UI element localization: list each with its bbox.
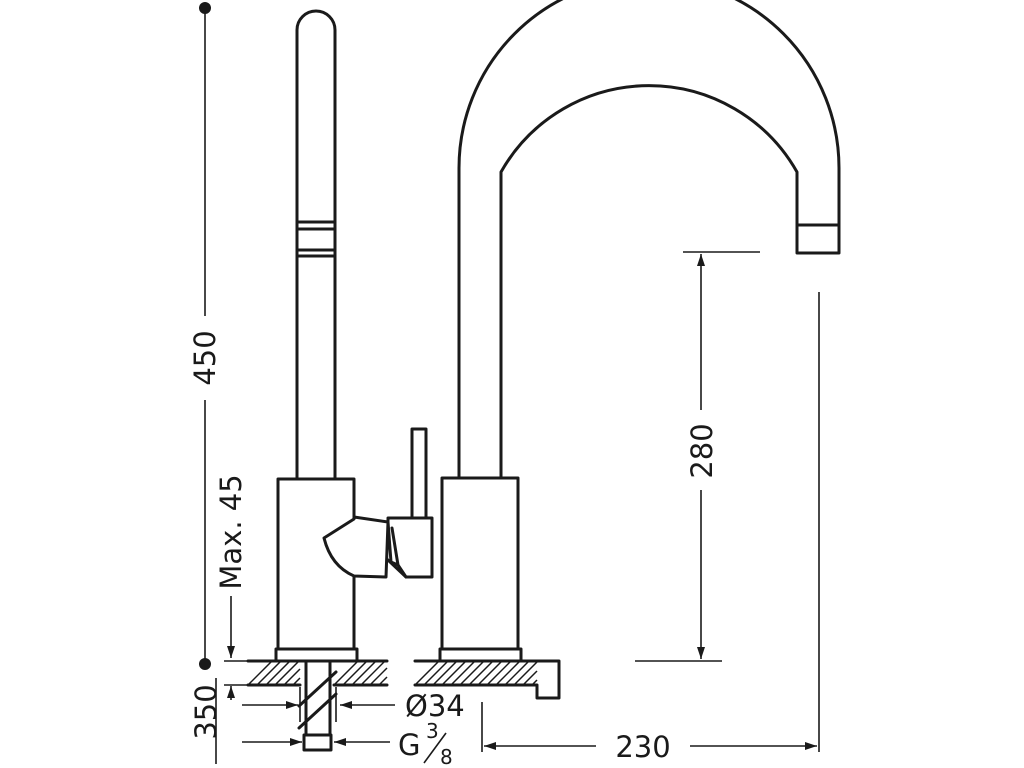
dim-spout-clearance: 280 xyxy=(635,251,760,662)
dim-hole-diameter-label: Ø34 xyxy=(405,689,465,723)
front-view-aerator xyxy=(795,223,841,255)
hatch-line xyxy=(504,660,530,686)
hatch-line xyxy=(441,660,467,686)
hatch-line xyxy=(247,660,273,686)
dim-thread-denominator: 8 xyxy=(440,745,453,768)
front-view-base xyxy=(438,647,523,663)
dim-shank-length-label: 350 xyxy=(189,684,223,739)
hatch-line xyxy=(513,661,538,686)
hatch-line xyxy=(360,660,386,686)
deck-surface-right xyxy=(413,659,561,700)
side-view-base xyxy=(274,647,359,663)
hatch-line xyxy=(495,660,521,686)
dim-thread-numerator: 3 xyxy=(426,719,439,743)
dim-thread: G 3 8 xyxy=(242,719,453,768)
hatch-line xyxy=(450,660,476,686)
hatch-line xyxy=(522,670,538,686)
side-view-handle xyxy=(322,515,390,579)
dim-spout-reach: 230 xyxy=(481,292,820,764)
hatch-line xyxy=(265,660,291,686)
dim-total-height-label: 450 xyxy=(188,330,222,385)
hatch-line xyxy=(531,679,538,686)
side-view-lever xyxy=(410,427,428,524)
hatch-line xyxy=(378,676,388,686)
dim-max-deck-label: Max. 45 xyxy=(214,474,248,589)
dim-hole-diameter: Ø34 xyxy=(242,687,465,723)
hatch-line xyxy=(351,660,377,686)
hatch-line xyxy=(423,660,449,686)
supply-shank xyxy=(297,659,338,752)
countertop xyxy=(246,659,561,700)
hatch-line xyxy=(256,660,282,686)
hatch-line xyxy=(333,660,359,686)
dim-max-deck: Max. 45 xyxy=(214,474,248,700)
hatch-line xyxy=(292,677,301,686)
hatch-line xyxy=(432,660,458,686)
dim-total-height: 450 xyxy=(188,2,222,670)
hatch-line xyxy=(342,660,368,686)
hatch-line xyxy=(468,660,494,686)
side-view-handle-detail xyxy=(386,526,408,579)
front-view xyxy=(438,0,841,663)
dim-spout-clearance-label: 280 xyxy=(685,423,719,478)
deck-hatching xyxy=(247,660,538,686)
shank-break xyxy=(297,670,338,730)
hatch-line xyxy=(486,660,512,686)
side-view xyxy=(274,9,434,663)
front-view-spout xyxy=(457,0,841,480)
hatch-line xyxy=(283,668,301,686)
dim-spout-reach-label: 230 xyxy=(615,730,670,764)
side-view-stem xyxy=(295,9,337,481)
dim-shank-length: 350 xyxy=(189,678,223,764)
hatch-line xyxy=(414,660,440,686)
front-view-body xyxy=(440,476,520,651)
shank-fitting xyxy=(302,733,333,752)
hatch-line xyxy=(274,660,300,686)
hatch-line xyxy=(459,660,485,686)
hatch-line xyxy=(369,667,388,686)
dim-thread-label: G xyxy=(398,728,420,762)
side-view-collar xyxy=(295,220,337,258)
hatch-line xyxy=(477,660,503,686)
